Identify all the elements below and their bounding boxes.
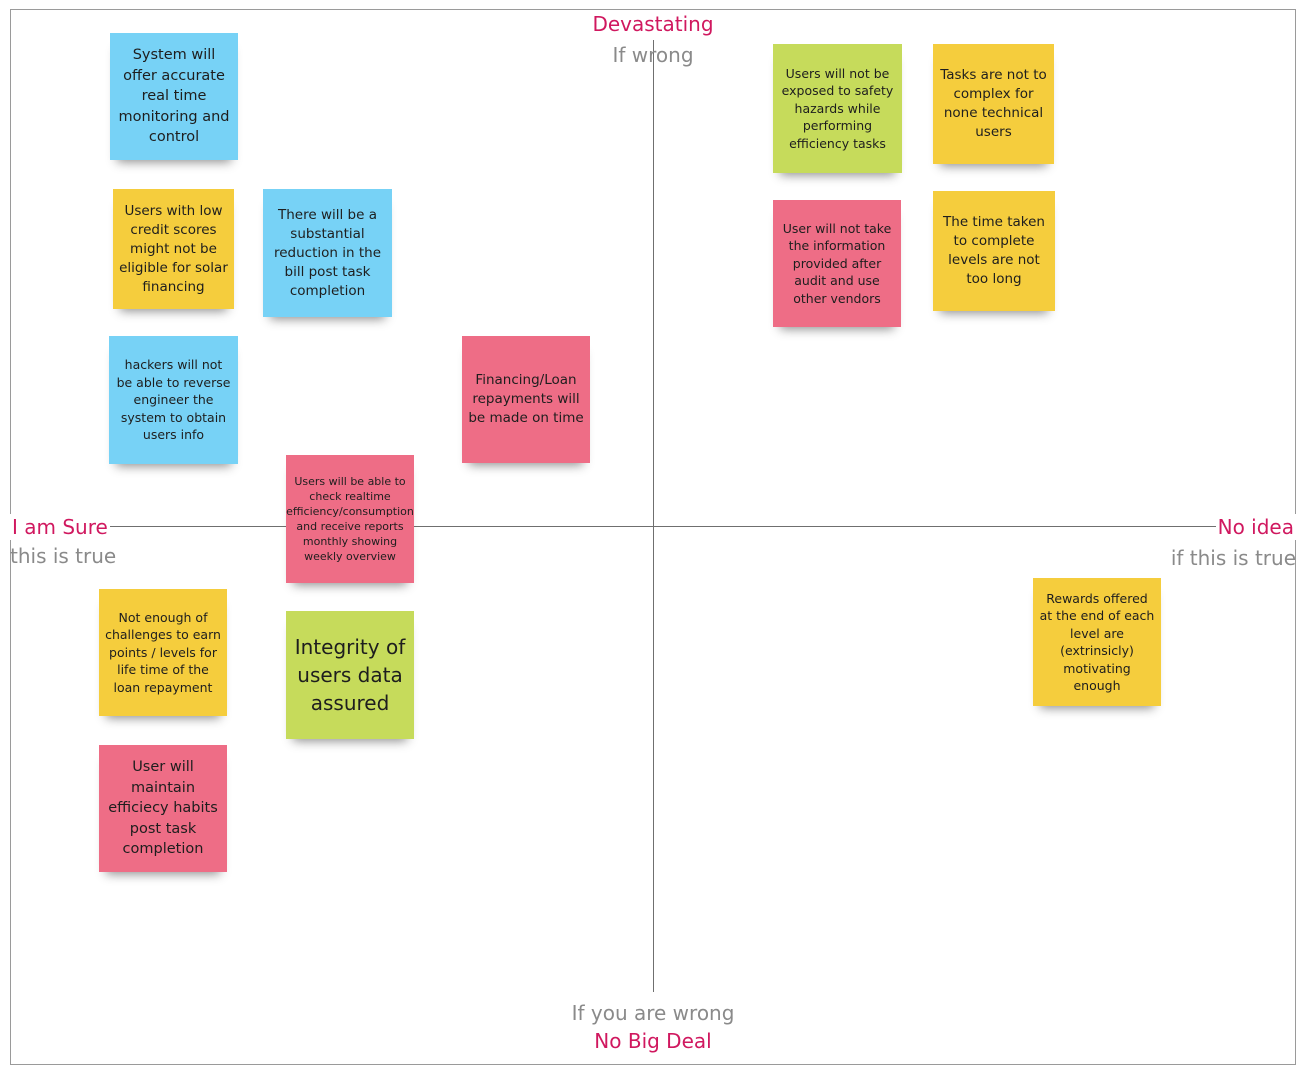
sticky-note[interactable]: Financing/Loan repayments will be made o… [462, 336, 590, 463]
sticky-note[interactable]: Users will be able to check realtime eff… [286, 455, 414, 583]
sticky-note[interactable]: User will not take the information provi… [773, 200, 901, 327]
horizontal-axis-right-segment [414, 526, 1218, 527]
sticky-note[interactable]: Users with low credit scores might not b… [113, 189, 234, 309]
sticky-note[interactable]: User will maintain efficiecy habits post… [99, 745, 227, 872]
sticky-note[interactable]: The time taken to complete levels are no… [933, 191, 1055, 311]
sticky-note[interactable]: There will be a substantial reduction in… [263, 189, 392, 317]
sticky-note[interactable]: Integrity of users data assured [286, 611, 414, 739]
sticky-note[interactable]: Tasks are not to complex for none techni… [933, 44, 1054, 164]
axis-left-strong-label: I am Sure [10, 514, 110, 540]
axis-top-strong-label: Devastating [590, 11, 716, 37]
sticky-note[interactable]: System will offer accurate real time mon… [110, 33, 238, 160]
sticky-note[interactable]: Rewards offered at the end of each level… [1033, 578, 1161, 706]
horizontal-axis-left-segment [106, 526, 286, 527]
axis-right-soft-label: if this is true [1170, 546, 1296, 570]
vertical-axis [653, 40, 654, 992]
axis-top-soft-label: If wrong [612, 43, 694, 67]
axis-right-strong-label: No idea [1215, 514, 1296, 540]
axis-bottom-strong-label: No Big Deal [594, 1029, 712, 1053]
sticky-note[interactable]: Users will not be exposed to safety haza… [773, 44, 902, 173]
axis-left-soft-label: this is true [10, 544, 117, 568]
axis-bottom-soft-label: If you are wrong [569, 1000, 737, 1026]
sticky-note[interactable]: Not enough of challenges to earn points … [99, 589, 227, 716]
sticky-note[interactable]: hackers will not be able to reverse engi… [109, 336, 238, 464]
